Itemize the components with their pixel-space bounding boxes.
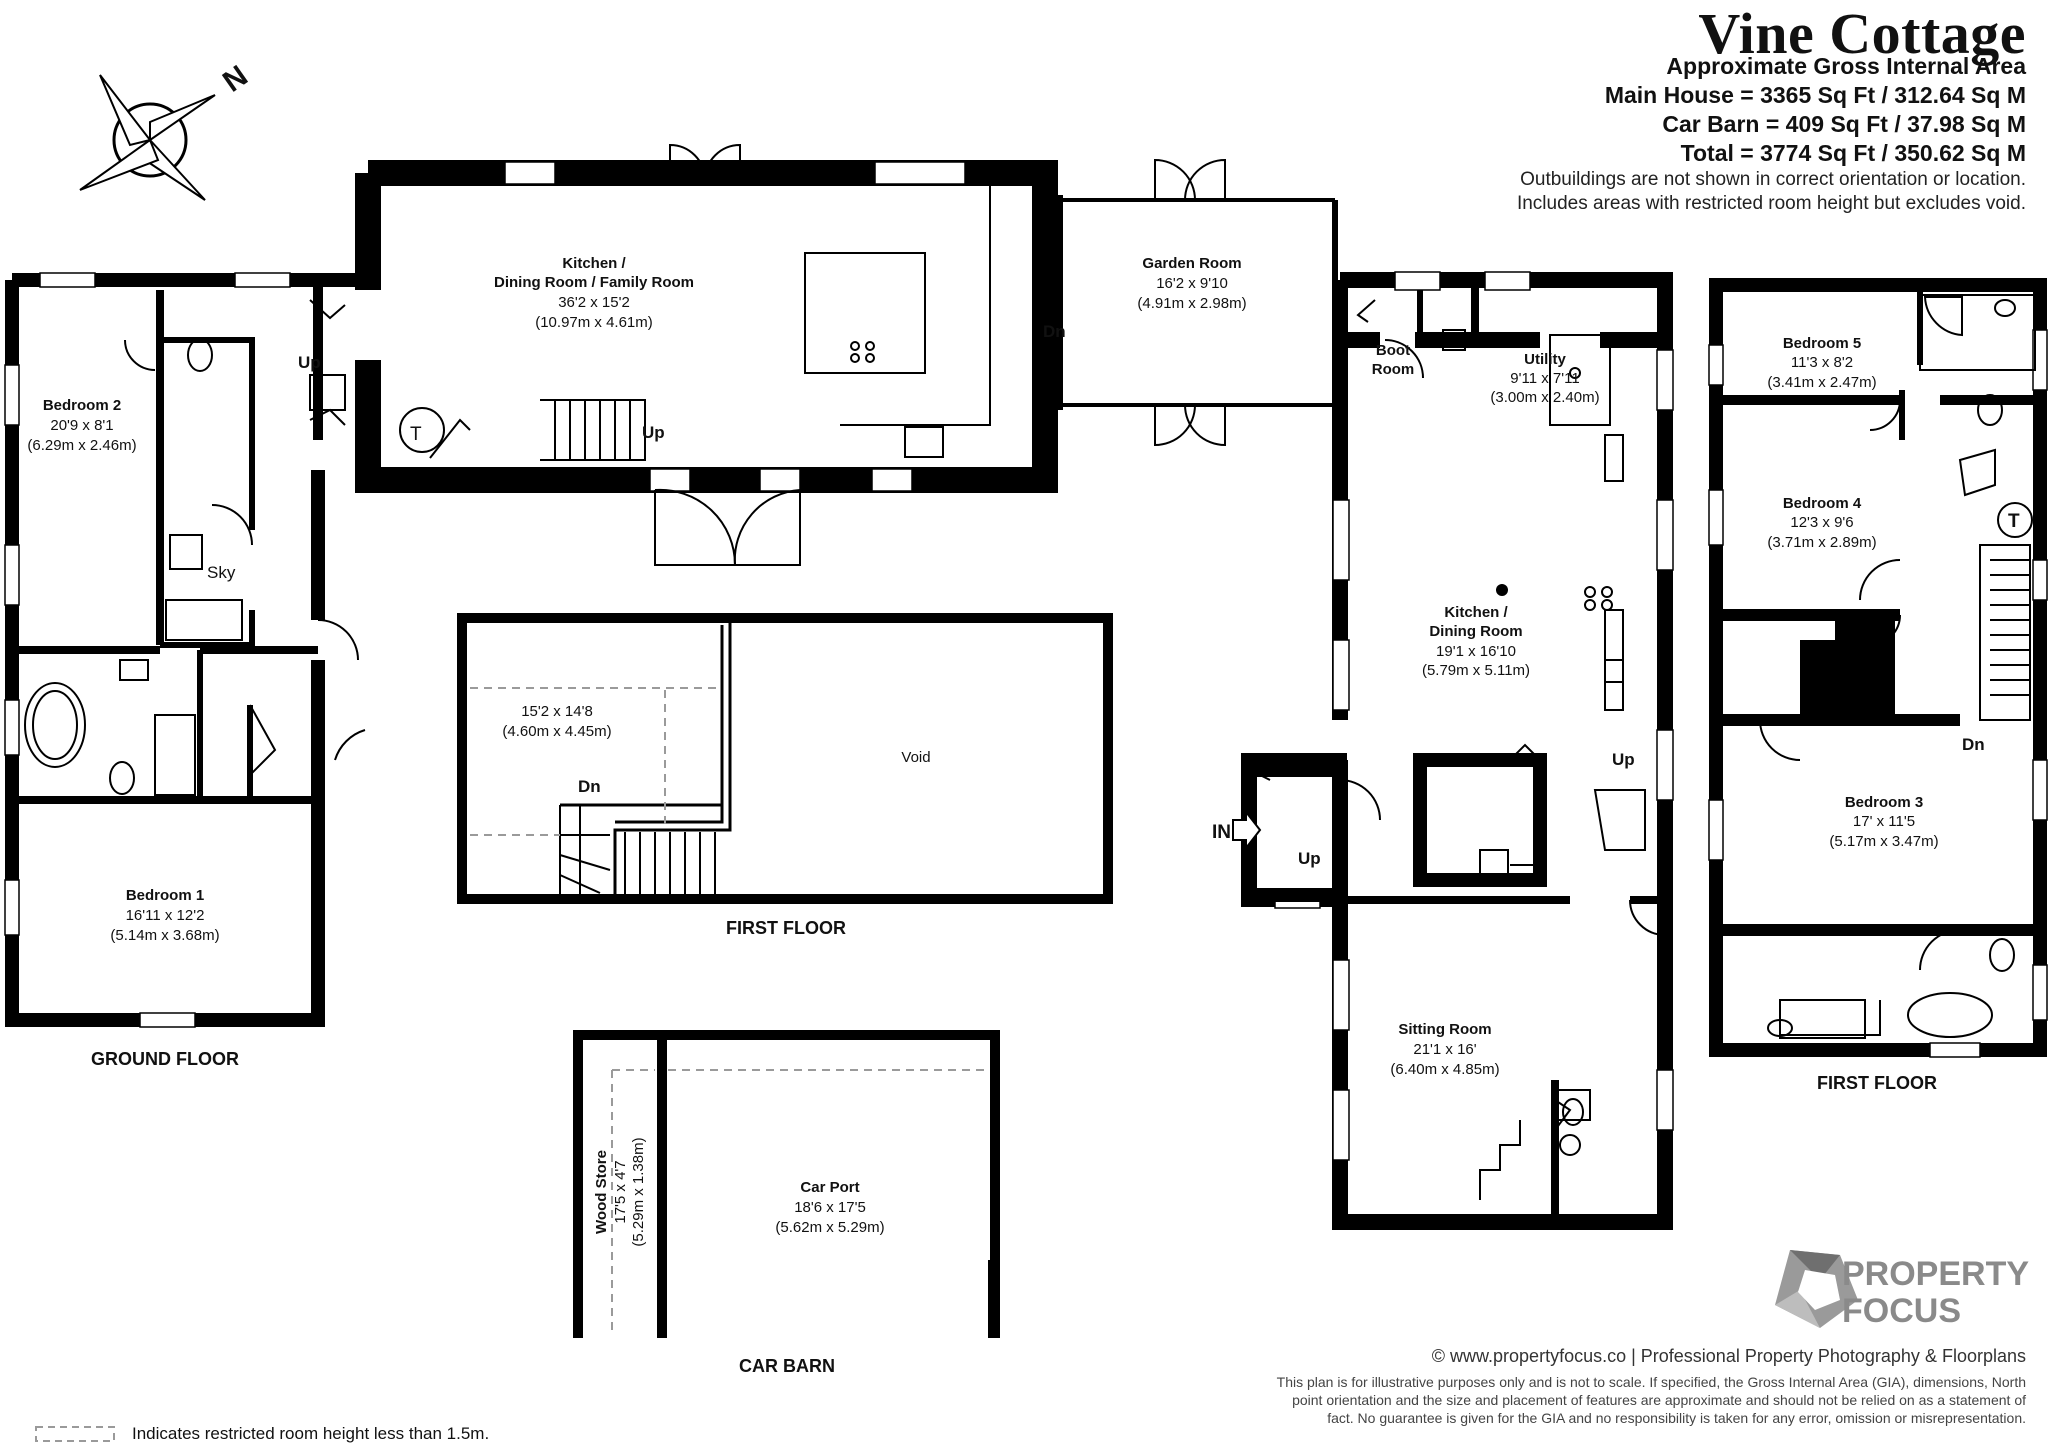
compass-rose-icon: N: [79, 59, 254, 201]
entrance-label: IN: [1212, 822, 1231, 843]
light-point: [1496, 584, 1508, 596]
room-garden-metric: (4.91m x 2.98m): [1137, 295, 1246, 312]
ground-doors: [124, 143, 801, 776]
room-sitting-dims: 21'1 x 16': [1413, 1041, 1476, 1058]
stairs-dn-garden: Dn: [1043, 322, 1066, 341]
footer-disclaimer-1: This plan is for illustrative purposes o…: [1276, 1374, 2026, 1390]
stairs-up-porch: Up: [1298, 849, 1321, 868]
area-main-house: Main House = 3365 Sq Ft / 312.64 Sq M: [1604, 82, 2026, 108]
label-first-floor-mid: FIRST FLOOR: [726, 918, 846, 938]
room-first-mid-metric: (4.60m x 4.45m): [502, 723, 611, 740]
right-doors-fittings: [1759, 294, 2036, 1039]
room-first-mid-dims: 15'2 x 14'8: [521, 703, 593, 720]
room-bedroom2-name: Bedroom 2: [43, 397, 121, 414]
right-dark-block: [1800, 612, 1895, 720]
room-utility-name: Utility: [1524, 351, 1566, 368]
label-ground-floor: GROUND FLOOR: [91, 1049, 239, 1069]
tank-marker-ground: T: [410, 424, 422, 445]
room-kitchen-dining-dims: 19'1 x 16'10: [1436, 643, 1516, 660]
note-orientation: Outbuildings are not shown in correct or…: [1520, 169, 2026, 190]
room-bedroom3-metric: (5.17m x 3.47m): [1829, 833, 1938, 850]
ground-fittings: [24, 181, 1030, 796]
note-areas: Includes areas with restricted room heig…: [1516, 193, 2026, 214]
room-carport-name: Car Port: [800, 1179, 859, 1196]
right-windows: [1708, 329, 2048, 1058]
room-kitchen-dining-name1: Kitchen /: [1444, 604, 1508, 621]
footer-website: © www.propertyfocus.co | Professional Pr…: [1431, 1346, 2026, 1366]
car-barn: [573, 1030, 1000, 1338]
room-bedroom4-dims: 12'3 x 9'6: [1790, 514, 1853, 531]
footer-disclaimer-3: fact. No guarantee is given for the GIA …: [1327, 1410, 2026, 1426]
brand-line1: PROPERTY: [1842, 1255, 2029, 1293]
mid-stairs: [559, 805, 716, 895]
room-woodstore-name: Wood Store: [593, 1150, 610, 1234]
room-bedroom5-name: Bedroom 5: [1783, 335, 1861, 352]
main-right-windows: [1274, 271, 1674, 1161]
room-kitchen-family-name1: Kitchen /: [562, 255, 626, 272]
room-boot-name2: Room: [1372, 361, 1415, 378]
room-bedroom5-metric: (3.41m x 2.47m): [1767, 374, 1876, 391]
area-car-barn: Car Barn = 409 Sq Ft / 37.98 Sq M: [1662, 111, 2026, 137]
room-utility-metric: (3.00m x 2.40m): [1490, 389, 1599, 406]
mid-dashed: [470, 687, 722, 836]
in-arrow-icon: [1232, 809, 1262, 851]
room-kitchen-dining-name2: Dining Room: [1429, 623, 1522, 640]
room-bedroom1-dims: 16'11 x 12'2: [126, 907, 205, 924]
property-title: Vine Cottage: [1698, 1, 2026, 66]
room-boot-name1: Boot: [1376, 342, 1410, 359]
room-kitchen-family-metric: (10.97m x 4.61m): [535, 314, 653, 331]
stairs-dn-first-mid: Dn: [578, 777, 601, 796]
room-woodstore-metric: (5.29m x 1.38m): [630, 1137, 647, 1246]
room-void-name: Void: [901, 749, 930, 766]
skylight-label: Sky: [207, 563, 236, 582]
stairs-up-kitchen: Up: [642, 423, 665, 442]
legend-text: Indicates restricted room height less th…: [132, 1424, 490, 1443]
room-utility-dims: 9'11 x 7'11: [1510, 370, 1579, 387]
first-floor-mid: [457, 613, 1113, 904]
brand-line2: FOCUS: [1842, 1292, 1961, 1330]
label-car-barn: CAR BARN: [739, 1356, 835, 1376]
room-bedroom2-metric: (6.29m x 2.46m): [27, 437, 136, 454]
room-garden-name: Garden Room: [1142, 255, 1241, 272]
room-carport-dims: 18'6 x 17'5: [794, 1199, 866, 1216]
room-kitchen-family-name2: Dining Room / Family Room: [494, 274, 694, 291]
compass-north-label: N: [217, 59, 254, 98]
property-focus-logo: PROPERTY FOCUS: [1775, 1250, 2029, 1330]
room-carport-metric: (5.62m x 5.29m): [775, 1219, 884, 1236]
porch: [1243, 763, 1335, 902]
room-bedroom1-metric: (5.14m x 3.68m): [110, 927, 219, 944]
room-garden-dims: 16'2 x 9'10: [1156, 275, 1228, 292]
room-woodstore-dims: 17'5 x 4'7: [612, 1160, 629, 1223]
garden-doors: [1154, 158, 1226, 447]
main-right-fittings: [1442, 329, 1624, 1200]
stairs-up-ground-left: Up: [298, 353, 321, 372]
label-first-floor-right: FIRST FLOOR: [1817, 1073, 1937, 1093]
room-bedroom3-dims: 17' x 11'5: [1853, 813, 1915, 830]
room-sitting-metric: (6.40m x 4.85m): [1390, 1061, 1499, 1078]
main-house-right: [1241, 272, 1673, 1230]
area-subtitle: Approximate Gross Internal Area: [1666, 53, 2026, 79]
room-bedroom4-metric: (3.71m x 2.89m): [1767, 534, 1876, 551]
room-sitting-name: Sitting Room: [1398, 1021, 1491, 1038]
legend-dashed-box: [35, 1426, 115, 1442]
footer-disclaimer-2: point orientation and the size and place…: [1292, 1392, 2026, 1408]
stairs-up-kitchen-dining: Up: [1612, 750, 1635, 769]
ground-windows: [4, 161, 966, 1028]
stairs-dn-first-right: Dn: [1962, 735, 1985, 754]
area-total: Total = 3774 Sq Ft / 350.62 Sq M: [1680, 140, 2026, 166]
room-bedroom5-dims: 11'3 x 8'2: [1791, 354, 1853, 371]
room-kitchen-dining-metric: (5.79m x 5.11m): [1422, 662, 1530, 679]
room-bedroom3-name: Bedroom 3: [1845, 794, 1923, 811]
room-bedroom1-name: Bedroom 1: [126, 887, 204, 904]
room-bedroom2-dims: 20'9 x 8'1: [50, 417, 113, 434]
barn-dashed: [611, 1069, 988, 1330]
room-bedroom4-name: Bedroom 4: [1783, 495, 1862, 512]
room-kitchen-family-dims: 36'2 x 15'2: [558, 294, 630, 311]
tank-marker-first: T: [2008, 511, 2020, 532]
